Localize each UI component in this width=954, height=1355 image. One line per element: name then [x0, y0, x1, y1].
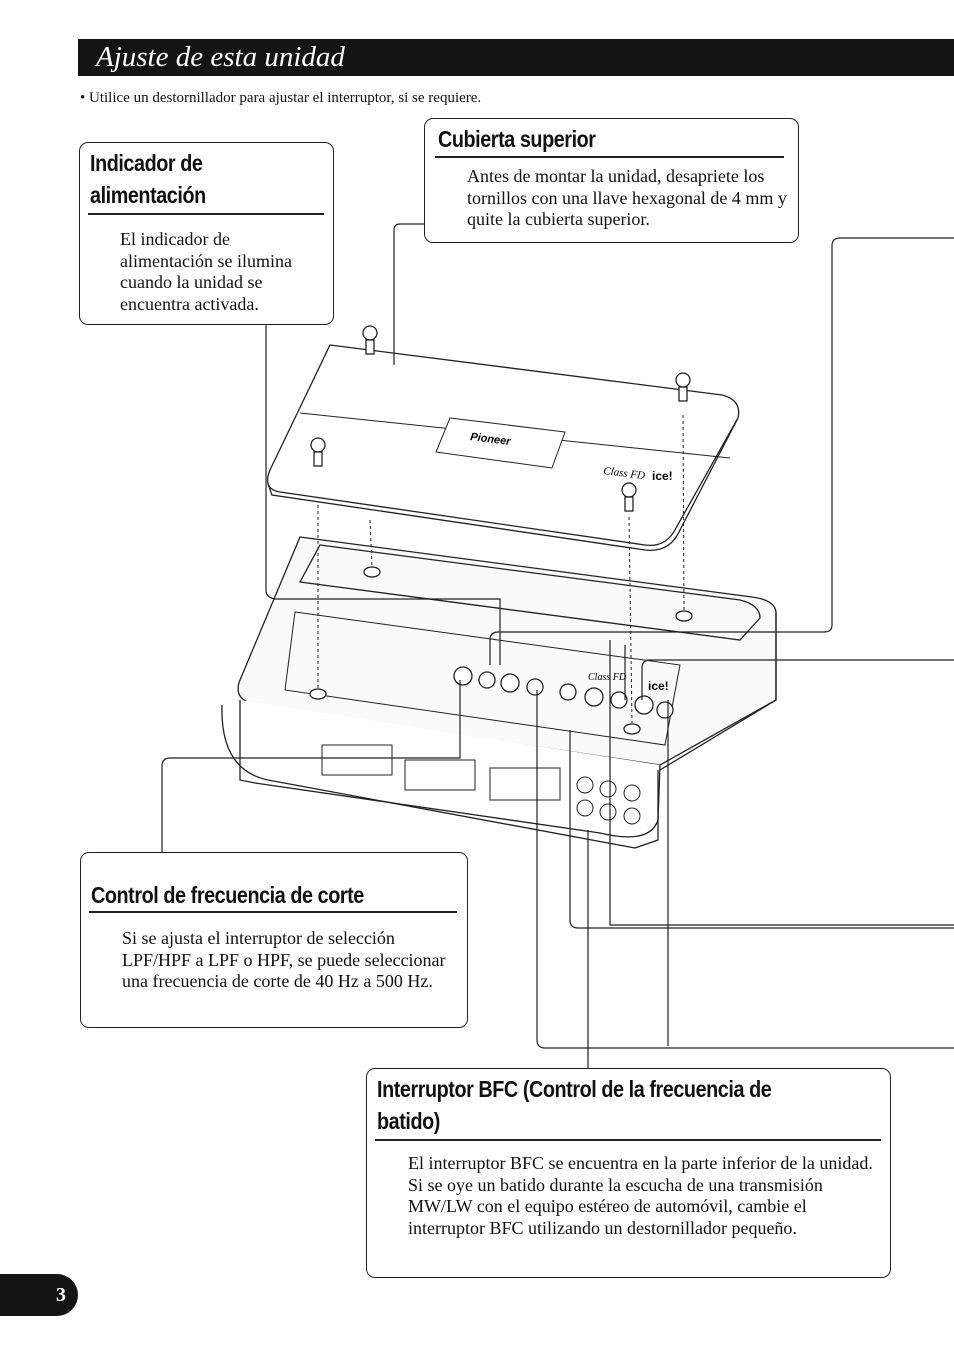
ice-label: ice!: [652, 469, 673, 483]
callout-body: El interruptor BFC se encuentra en la pa…: [408, 1153, 873, 1238]
control-knob-icon: [453, 666, 674, 719]
cover-brand-plate: [435, 417, 566, 469]
callout-body: Antes de montar la unidad, desapriete lo…: [467, 166, 787, 229]
ice-label-base: ice!: [648, 679, 669, 693]
instruction-note: • Utilice un destornillador para ajustar…: [80, 90, 482, 106]
class-label: Class FD: [603, 465, 646, 482]
callout-bfc-switch: Interruptor BFC (Control de la frecuenci…: [366, 1068, 891, 1278]
class-label-base: Class FD: [588, 672, 627, 683]
terminal-block: [321, 744, 641, 825]
callout-title: Control de frecuencia de corte: [91, 882, 364, 908]
callout-cutoff-frequency: Control de frecuencia de corte Si se aju…: [80, 852, 468, 1028]
callout-title: Indicador de alimentación: [90, 150, 206, 208]
page-number-badge: 3: [0, 1274, 78, 1316]
callout-title: Interruptor BFC (Control de la frecuenci…: [377, 1076, 772, 1134]
callout-body: El indicador de alimentación se ilumina …: [120, 229, 292, 314]
callout-power-indicator: Indicador de alimentación El indicador d…: [79, 142, 334, 325]
section-title-bar: Ajuste de esta unidad: [78, 39, 954, 76]
brand-label: Pioneer: [470, 431, 512, 448]
callout-title: Cubierta superior: [438, 126, 596, 152]
screw-icon: [310, 325, 691, 512]
callout-top-cover: Cubierta superior Antes de montar la uni…: [424, 118, 799, 243]
page-title: Ajuste de esta unidad: [96, 41, 345, 73]
callout-body: Si se ajusta el interruptor de selección…: [122, 928, 446, 991]
page-number: 3: [56, 1284, 66, 1306]
screw-hole-icon: [309, 566, 693, 735]
